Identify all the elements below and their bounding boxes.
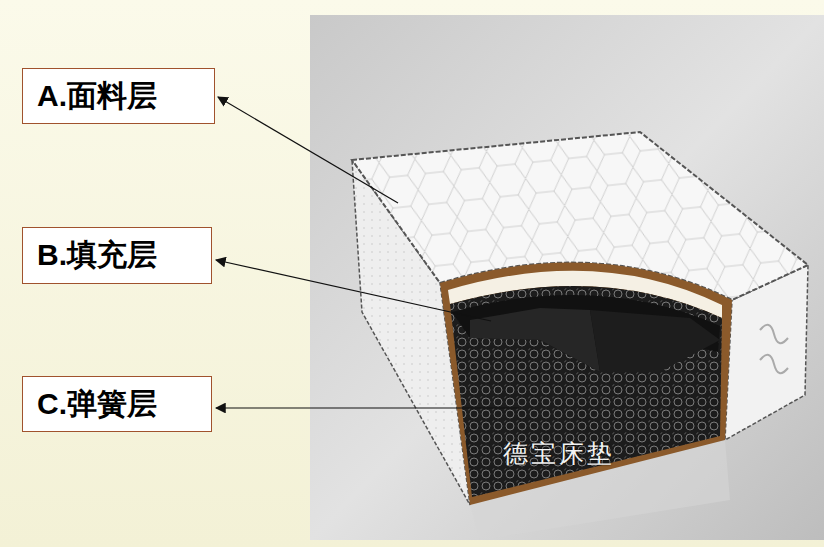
leader-line xyxy=(218,97,398,203)
layer-name: A.面料层 xyxy=(23,76,171,117)
label-box: A.面料层 xyxy=(22,68,215,124)
layer-name: C.弹簧层 xyxy=(23,384,171,425)
felt-layer xyxy=(452,295,720,372)
watermark: 德宝床垫 xyxy=(503,437,615,470)
felt-layer xyxy=(470,308,600,372)
leader-line xyxy=(216,260,491,321)
felt-layer xyxy=(590,310,720,372)
layer-name: B.填充层 xyxy=(23,235,171,276)
side-stitch xyxy=(760,325,788,343)
side-stitch xyxy=(760,355,788,373)
label-box: C.弹簧层 xyxy=(22,376,212,432)
cut-section xyxy=(440,263,732,505)
spring-layer xyxy=(450,286,722,497)
photo-panel xyxy=(310,15,824,540)
leader-line xyxy=(216,407,519,408)
label-box: B.填充层 xyxy=(22,227,212,284)
